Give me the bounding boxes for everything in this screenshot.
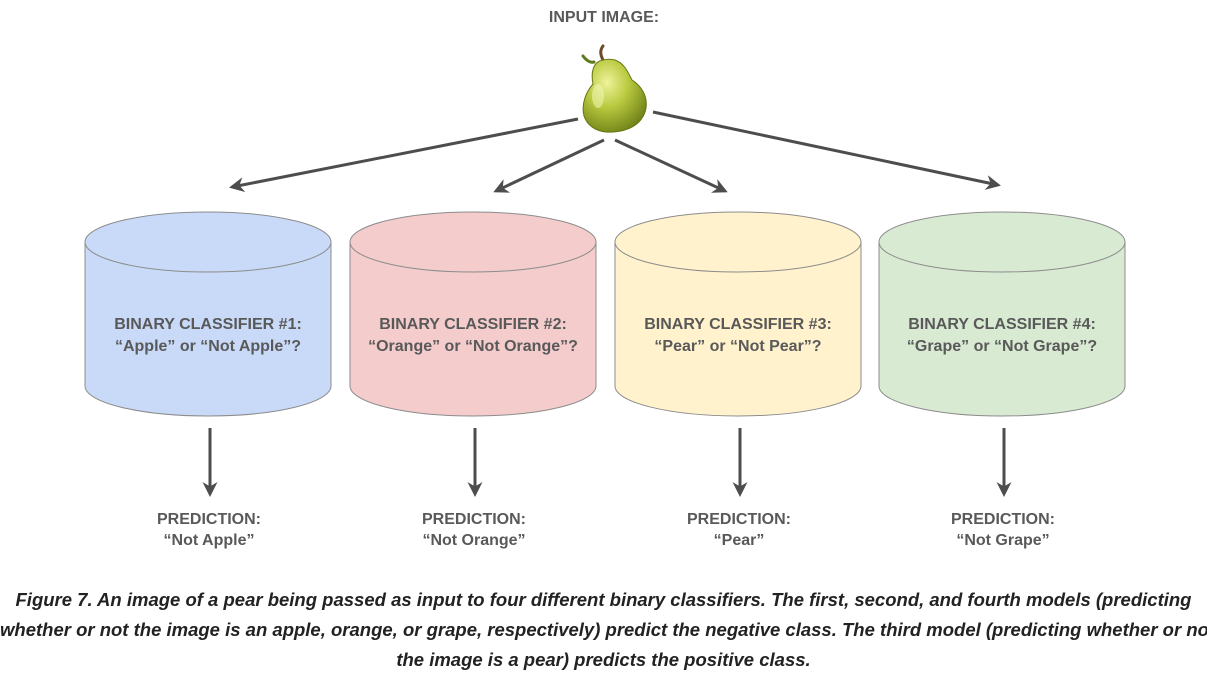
prediction-3-value: “Pear” (714, 532, 765, 549)
caption-line-1: Figure 7. An image of a pear being passe… (15, 589, 1192, 610)
input-image-heading: INPUT IMAGE: (549, 9, 659, 26)
classifier-3-question: “Pear” or “Not Pear”? (654, 338, 821, 355)
prediction-1-label: PREDICTION: (157, 511, 261, 528)
classifier-3: BINARY CLASSIFIER #3: “Pear” or “Not Pea… (614, 211, 862, 549)
input-arrow-1 (229, 117, 579, 193)
classifier-3-cylinder (614, 242, 862, 417)
classifier-4: BINARY CLASSIFIER #4: “Grape” or “Not Gr… (878, 211, 1126, 549)
classifier-1-question: “Apple” or “Not Apple”? (115, 338, 301, 355)
classifier-1: BINARY CLASSIFIER #1: “Apple” or “Not Ap… (84, 211, 332, 549)
classifier-2-cylinder (349, 242, 597, 417)
classifier-3-cylinder-top (614, 211, 862, 273)
classifier-4-question: “Grape” or “Not Grape”? (907, 338, 1097, 355)
classifier-diagram: INPUT IMAGE: BINARY CLASSIFIER #1: “Appl… (84, 9, 1126, 549)
caption-line-2: whether or not the image is an apple, or… (0, 619, 1207, 640)
prediction-4-label: PREDICTION: (951, 511, 1055, 528)
classifier-1-cylinder (84, 242, 332, 417)
classifier-2-cylinder-top (349, 211, 597, 273)
classifier-4-title: BINARY CLASSIFIER #4: (908, 316, 1096, 333)
input-arrow-2 (493, 138, 605, 193)
classifier-2-question: “Orange” or “Not Orange”? (368, 338, 578, 355)
prediction-3-label: PREDICTION: (687, 511, 791, 528)
classifier-1-title: BINARY CLASSIFIER #1: (114, 316, 302, 333)
prediction-2-label: PREDICTION: (422, 511, 526, 528)
pear-icon (581, 44, 647, 133)
input-arrow-3 (614, 138, 728, 193)
classifier-2: BINARY CLASSIFIER #2: “Orange” or “Not O… (349, 211, 597, 549)
prediction-1-value: “Not Apple” (164, 532, 255, 549)
figure-caption: Figure 7. An image of a pear being passe… (0, 585, 1207, 675)
input-arrow-4 (652, 110, 1001, 190)
classifier-4-cylinder-top (878, 211, 1126, 273)
prediction-2-value: “Not Orange” (422, 532, 525, 549)
caption-line-3: the image is a pear) predicts the positi… (396, 649, 811, 670)
classifier-4-cylinder (878, 242, 1126, 417)
classifier-3-title: BINARY CLASSIFIER #3: (644, 316, 832, 333)
input-arrows (229, 110, 1001, 193)
prediction-4-value: “Not Grape” (956, 532, 1049, 549)
classifier-2-title: BINARY CLASSIFIER #2: (379, 316, 567, 333)
classifier-1-cylinder-top (84, 211, 332, 273)
